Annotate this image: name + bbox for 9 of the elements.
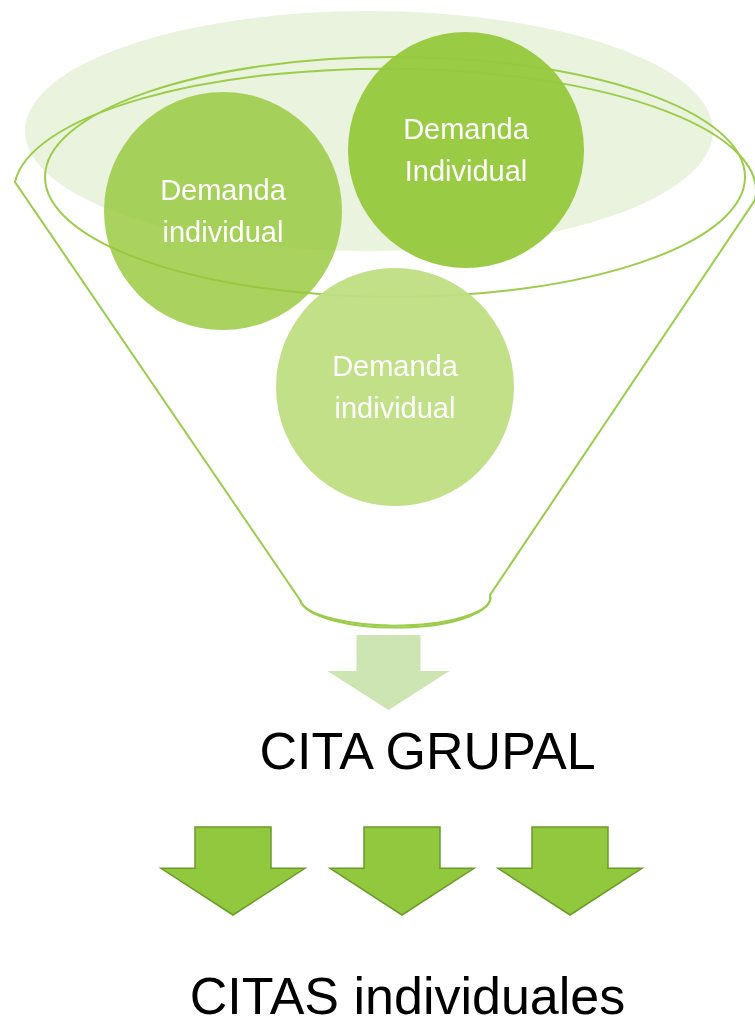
block-arrow bbox=[495, 826, 645, 916]
circle-label: Demanda individual bbox=[331, 348, 459, 426]
block-arrow bbox=[327, 635, 450, 710]
block-arrow bbox=[158, 826, 308, 916]
stage-label: CITAS individuales bbox=[189, 966, 626, 1019]
circle-label: Demanda Individual bbox=[402, 111, 530, 189]
circle-label: Demanda individual bbox=[159, 172, 287, 250]
block-arrow bbox=[327, 826, 477, 916]
stage-label: CITA GRUPAL bbox=[259, 721, 596, 781]
